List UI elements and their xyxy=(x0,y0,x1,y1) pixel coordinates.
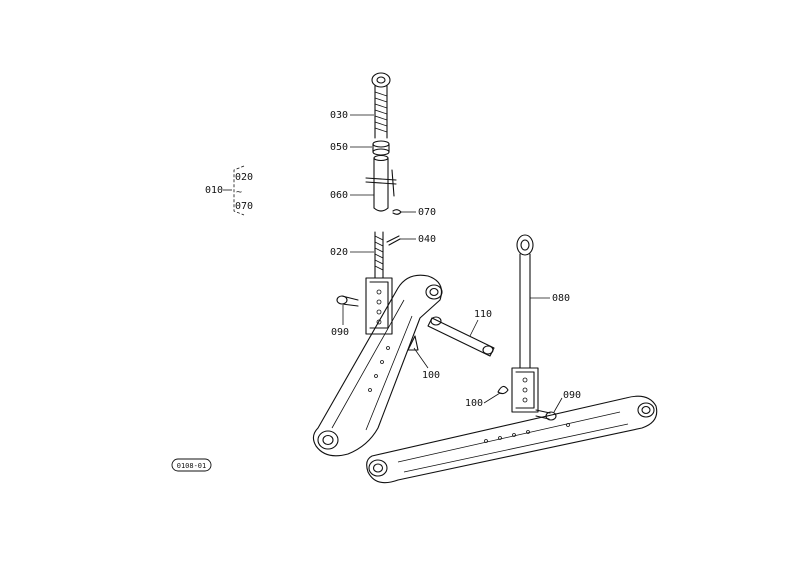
callout-110: 110 xyxy=(474,309,492,320)
spring-pin xyxy=(386,235,401,246)
callout-060: 060 xyxy=(330,190,348,201)
callout-090-right: 090 xyxy=(563,390,581,401)
lift-rod xyxy=(511,234,539,413)
r-clip-right xyxy=(497,385,509,395)
r-clip-left xyxy=(407,335,419,351)
group-range-mark: ~ xyxy=(236,187,242,198)
threaded-rod xyxy=(374,231,384,279)
callout-090-left: 090 xyxy=(331,327,349,338)
top-link-assembly xyxy=(336,72,419,351)
callout-030: 030 xyxy=(330,110,348,121)
lower-link-right xyxy=(366,395,658,484)
sleeve xyxy=(365,154,397,212)
lower-link-left xyxy=(312,274,443,457)
callout-100-left: 100 xyxy=(422,370,440,381)
callouts: 030 050 060 070 040 020 090 100 110 080 … xyxy=(330,110,581,413)
ball-joint-end xyxy=(371,72,391,139)
callout-100-right: 100 xyxy=(465,398,483,409)
figure-id-text: 0108-01 xyxy=(177,462,207,470)
callout-050: 050 xyxy=(330,142,348,153)
group-reference: 010 020 ~ 070 xyxy=(205,165,253,216)
figure-id-badge: 0108-01 xyxy=(171,458,212,472)
group-main-label: 010 xyxy=(205,185,223,196)
clevis-pin-left xyxy=(336,295,359,307)
callout-040: 040 xyxy=(418,234,436,245)
lynch-pin xyxy=(392,209,402,215)
callout-080: 080 xyxy=(552,293,570,304)
group-from-label: 020 xyxy=(235,172,253,183)
stabilizer-bar xyxy=(427,316,495,357)
group-bracket xyxy=(233,165,245,216)
callout-070: 070 xyxy=(418,207,436,218)
callout-020: 020 xyxy=(330,247,348,258)
group-to-label: 070 xyxy=(235,201,253,212)
lock-nut xyxy=(372,140,390,156)
